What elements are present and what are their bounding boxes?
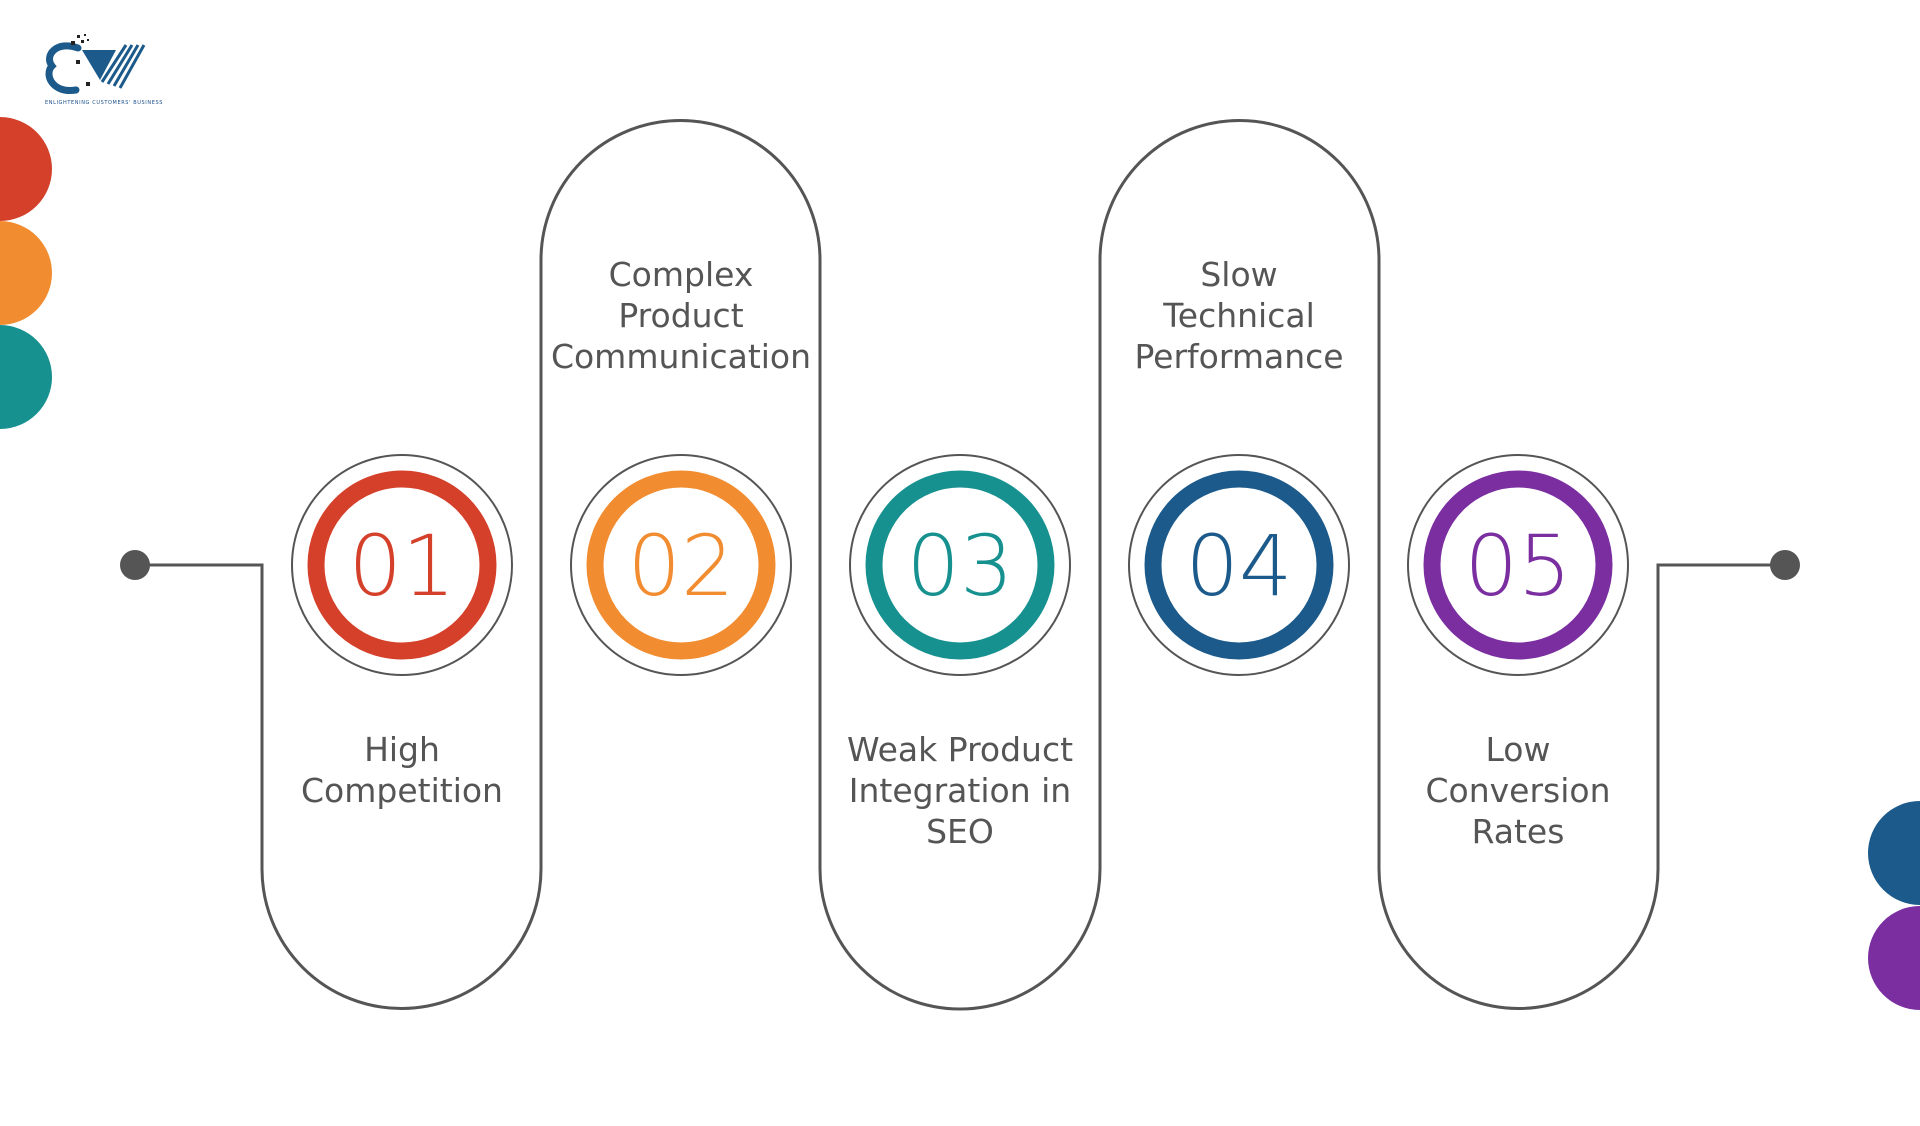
step-label-line: Weak Product <box>847 730 1073 769</box>
step-number: 05 <box>1465 517 1572 615</box>
step-ring <box>865 470 1055 660</box>
step-label-line: High <box>364 730 440 769</box>
step-label-line: Performance <box>1134 337 1343 376</box>
step-ring <box>307 470 497 660</box>
start-dot <box>120 550 150 580</box>
step-label-line: Integration in <box>849 771 1071 810</box>
step-ring <box>586 470 776 660</box>
right-decor-dot <box>1868 906 1920 1010</box>
step-label-line: Conversion <box>1425 771 1610 810</box>
step-number: 01 <box>349 517 456 615</box>
left-decor-dot <box>0 221 52 325</box>
step-label-line: Competition <box>301 771 503 810</box>
left-decor-dot <box>0 117 52 221</box>
step-label-line: Low <box>1486 730 1551 769</box>
step-number: 02 <box>628 517 735 615</box>
logo-triangle-icon <box>82 50 116 80</box>
timeline-path <box>120 119 1800 1011</box>
logo-c-icon <box>45 42 82 94</box>
step-label-line: Technical <box>1162 296 1315 335</box>
step-label-line: Complex <box>609 255 754 294</box>
step-number: 04 <box>1186 517 1293 615</box>
logo-tagline: ENLIGHTENING CUSTOMERS' BUSINESS <box>45 100 163 106</box>
left-decor-dot <box>0 325 52 429</box>
logo: ENLIGHTENING CUSTOMERS' BUSINESS <box>45 34 163 106</box>
step-label-line: SEO <box>926 812 994 851</box>
step-label-line: Rates <box>1472 812 1565 851</box>
decorative-dots <box>0 117 1920 1010</box>
step-number: 03 <box>907 517 1014 615</box>
step-label-line: Product <box>618 296 743 335</box>
step-label-line: Slow <box>1200 255 1277 294</box>
end-dot <box>1770 550 1800 580</box>
step-label-line: Communication <box>551 337 811 376</box>
step-ring <box>1144 470 1334 660</box>
right-decor-dot <box>1868 801 1920 905</box>
step-ring <box>1423 470 1613 660</box>
